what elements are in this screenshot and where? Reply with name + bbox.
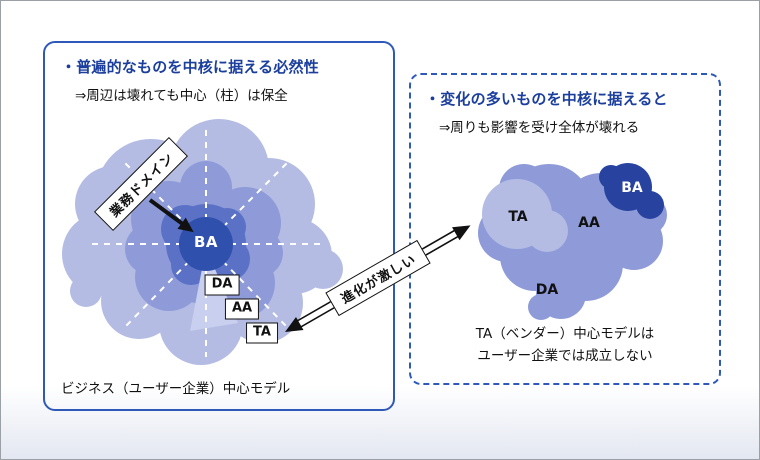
left-panel-title: ・普遍的なものを中核に据える必然性 <box>61 58 319 76</box>
vendor-centric-panel: ・変化の多いものを中核に据えると ⇒周りも影響を受け全体が壊れる TA（ベンダー… <box>409 73 721 385</box>
right-caption-line2: ユーザー企業では成立しない <box>477 348 653 364</box>
left-ba-label: BA <box>193 233 219 251</box>
left-ta-box: TA <box>246 322 278 344</box>
left-da-box: DA <box>204 274 240 296</box>
right-panel-subtitle: ⇒周りも影響を受け全体が壊れる <box>439 120 640 136</box>
business-centric-panel: ・普遍的なものを中核に据える必然性 ⇒周辺は壊れても中心（柱）は保全 ビジネス（… <box>43 41 395 411</box>
right-caption-line1: TA（ベンダー）中心モデルは <box>475 326 655 342</box>
right-ba-label: BA <box>621 180 643 196</box>
right-da-label: DA <box>535 282 559 298</box>
left-panel-subtitle: ⇒周辺は壊れても中心（柱）は保全 <box>75 88 288 104</box>
right-panel-title: ・変化の多いものを中核に据えると <box>425 90 668 108</box>
left-aa-box: AA <box>224 298 260 320</box>
right-panel-caption: TA（ベンダー）中心モデルは ユーザー企業では成立しない <box>411 323 719 367</box>
right-aa-label: AA <box>578 215 600 231</box>
right-ta-label: TA <box>508 209 528 225</box>
left-panel-caption: ビジネス（ユーザー企業）中心モデル <box>61 381 291 397</box>
